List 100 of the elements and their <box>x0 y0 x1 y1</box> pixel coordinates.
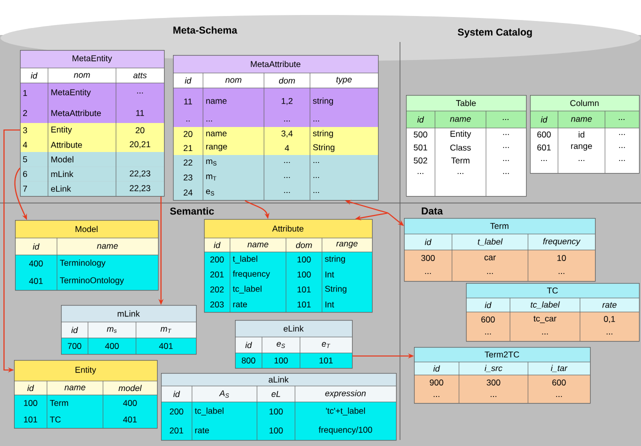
column-header: name <box>64 386 86 390</box>
table-cell: 401 <box>123 416 137 422</box>
table-cell: 4 <box>284 145 290 151</box>
column-header: dom <box>296 242 312 248</box>
table-cell: string <box>312 98 333 106</box>
table-cell: 5 <box>23 156 28 162</box>
table-cell: ... <box>418 173 424 174</box>
table-cell: name <box>206 99 227 104</box>
column-header: id <box>30 72 38 79</box>
table-cell: ... <box>284 162 290 163</box>
table-cell: 10 <box>557 255 566 261</box>
table-cell: MetaEntity <box>51 89 91 97</box>
table-cell: t_label <box>232 256 258 264</box>
table-cell: 401 <box>29 278 43 284</box>
table-title: MetaEntity <box>72 55 112 63</box>
table-cell: TC <box>50 416 61 422</box>
column-header: range <box>336 242 358 248</box>
column-header: ... <box>618 119 624 120</box>
table-cell: ... <box>284 192 290 193</box>
table-cell: String <box>325 286 346 294</box>
table-cell: frequency/100 <box>318 426 372 434</box>
table-title: Attribute <box>272 225 304 232</box>
column-header: type <box>336 76 352 84</box>
table-cell: 101 <box>24 416 38 422</box>
column-header: rate <box>602 302 616 308</box>
table-cell: Terminology <box>60 260 106 268</box>
table-cell: 203 <box>210 302 224 308</box>
table-cell: 101 <box>320 358 333 364</box>
table-cell: ... <box>556 396 562 397</box>
column-header: name <box>571 117 592 122</box>
column-header: id <box>245 342 252 348</box>
table-title: Model <box>76 226 98 232</box>
table-cell: ... <box>541 160 547 161</box>
section-heading: Semantic <box>170 207 214 215</box>
column-header: atts <box>133 72 147 78</box>
table-cell: ... <box>558 273 564 274</box>
column-header: id <box>214 242 221 248</box>
column-header: m$_{s}$ <box>106 327 117 333</box>
table-cell: tc_car <box>534 316 556 324</box>
column-header: name <box>248 242 268 248</box>
table-cell: 500 <box>414 132 428 138</box>
table-cell: 100 <box>298 272 311 278</box>
table-cell: ... <box>284 120 290 122</box>
table-cell: 501 <box>414 144 428 150</box>
table-cell: m$_{S}$ <box>206 159 216 166</box>
table-cell: ... <box>313 120 319 122</box>
column-header: tc_label <box>530 301 560 309</box>
table-cell: ... <box>313 177 319 178</box>
table-cell: Entity <box>51 126 72 134</box>
table-cell: ... <box>284 177 290 178</box>
column-header: model <box>118 384 142 392</box>
table-cell: 22,23 <box>130 170 150 178</box>
table-cell: e$_{S}$ <box>206 189 214 196</box>
table-cell: MetaAttribute <box>51 110 101 116</box>
table-cell: 100 <box>24 400 38 406</box>
table-cell: ... <box>425 273 431 274</box>
table-cell: 200 <box>170 408 184 414</box>
table-cell: 101 <box>298 302 311 308</box>
column-header: name <box>97 244 118 249</box>
section-heading: Meta-Schema <box>173 26 238 34</box>
table-cell: string <box>312 130 333 138</box>
table-cell: .. <box>186 120 190 122</box>
table-cell: 11 <box>184 98 192 104</box>
table-cell: Class <box>450 144 471 151</box>
table-cell: car <box>484 256 496 260</box>
column-header: eL <box>272 391 280 397</box>
table-cell: 1,2 <box>282 98 292 105</box>
section-heading: System Catalog <box>458 28 532 38</box>
table-cell: TerminoOntology <box>60 277 124 285</box>
table-cell: 300 <box>421 255 435 261</box>
table-cell: ... <box>137 92 143 94</box>
table-cell: name <box>206 132 227 136</box>
table-cell: Int <box>325 272 334 278</box>
table-cell: frequency <box>232 270 270 278</box>
table-cell: 400 <box>105 343 119 349</box>
table-cell: ... <box>313 162 319 163</box>
table-cell: 20 <box>184 131 192 137</box>
table-cell: ... <box>503 147 509 148</box>
table-cell: 11 <box>136 110 144 116</box>
column-header: id <box>173 390 180 398</box>
table-cell: 600 <box>537 132 551 138</box>
table-cell: string <box>324 256 345 264</box>
table-cell: ... <box>434 396 440 397</box>
table-cell: String <box>313 144 334 152</box>
table-title: Column <box>570 100 599 106</box>
table-cell: 100 <box>270 428 283 434</box>
table-cell: ... <box>619 160 625 161</box>
table-title: Entity <box>76 366 96 374</box>
table-cell: 100 <box>298 256 311 262</box>
column-header: id <box>540 116 548 123</box>
column-header: A$_{S}$ <box>219 390 229 398</box>
table-title: TC <box>547 288 558 294</box>
table-cell: Term <box>451 158 470 164</box>
table-cell: ... <box>487 273 493 274</box>
table-cell: ... <box>458 173 464 174</box>
table-cell: 100 <box>270 408 283 414</box>
table-title: Table <box>456 100 476 106</box>
column-header: frequency <box>543 238 581 246</box>
table-cell: range <box>206 144 228 152</box>
table-cell: 22,23 <box>130 185 150 192</box>
